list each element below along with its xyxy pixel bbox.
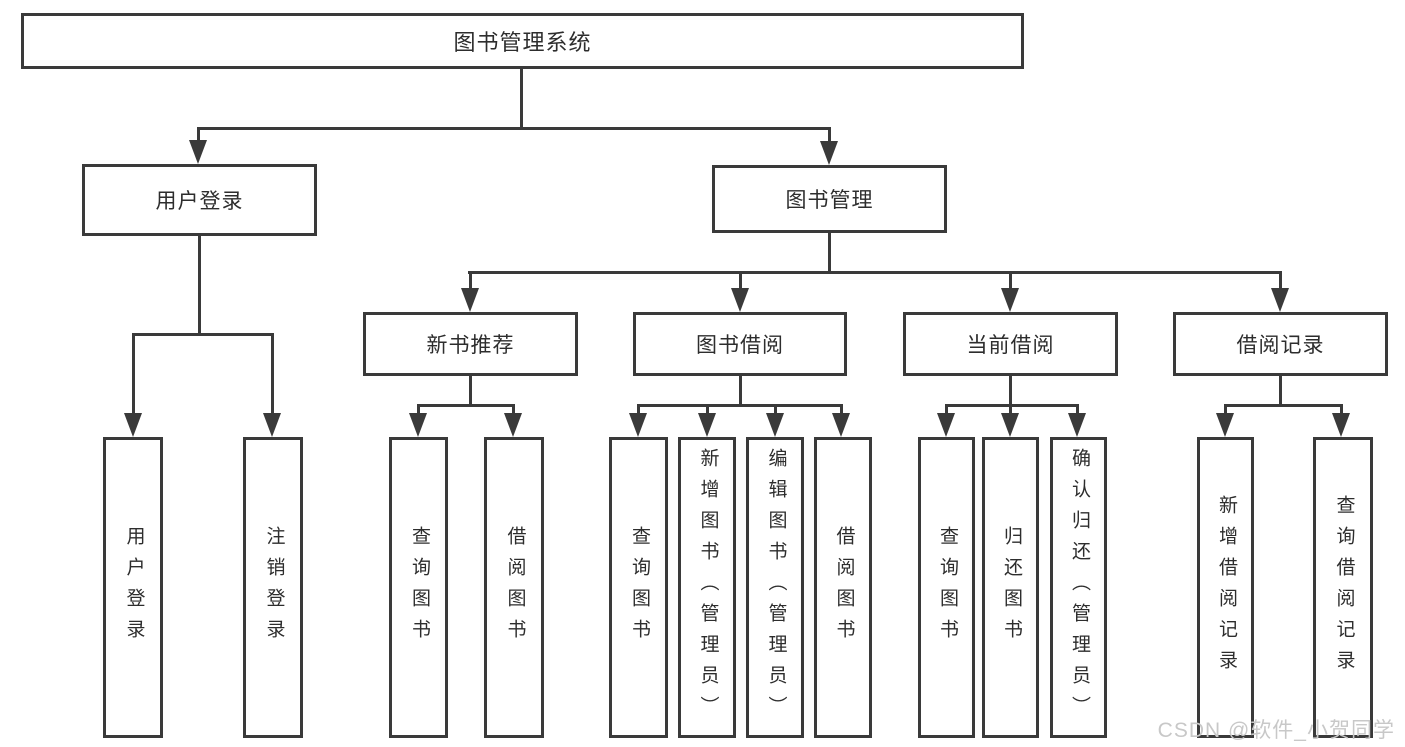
node-book-borrowing: 图书借阅 bbox=[633, 312, 847, 376]
connector-vline bbox=[512, 404, 515, 418]
connector-hline bbox=[637, 404, 843, 407]
leaf-query-books-current: 查询图书 bbox=[918, 437, 975, 738]
leaf-query-books-borrowing: 查询图书 bbox=[609, 437, 668, 738]
arrowhead-down-icon bbox=[766, 413, 784, 437]
leaf-confirm-return-admin: 确认归还（管理员） bbox=[1050, 437, 1107, 738]
leaf-add-books-admin: 新增图书（管理员） bbox=[678, 437, 736, 738]
node-book-management: 图书管理 bbox=[712, 165, 947, 233]
node-book-borrowing-label: 图书借阅 bbox=[696, 334, 784, 357]
connector-vline bbox=[1009, 376, 1012, 407]
leaf-borrow-books-recommend-label: 借阅图书 bbox=[504, 525, 526, 650]
leaf-borrow-books-borrowing: 借阅图书 bbox=[814, 437, 872, 738]
connector-hline bbox=[132, 333, 273, 336]
connector-vline bbox=[739, 271, 742, 292]
arrowhead-down-icon bbox=[1001, 288, 1019, 312]
connector-vline bbox=[945, 404, 948, 418]
leaf-query-borrow-record-label: 查询借阅记录 bbox=[1333, 494, 1355, 681]
arrowhead-down-icon bbox=[1001, 413, 1019, 437]
connector-vline bbox=[417, 404, 420, 418]
leaf-borrow-books-recommend: 借阅图书 bbox=[484, 437, 544, 738]
connector-vline bbox=[520, 69, 523, 129]
leaf-user-login-label: 用户登录 bbox=[123, 525, 145, 650]
node-borrowing-records: 借阅记录 bbox=[1173, 312, 1388, 376]
node-new-book-recommend-label: 新书推荐 bbox=[426, 334, 515, 357]
connector-vline bbox=[132, 333, 135, 417]
connector-vline bbox=[828, 127, 831, 143]
connector-vline bbox=[1279, 271, 1282, 292]
connector-vline bbox=[739, 376, 742, 407]
node-current-borrowing-label: 当前借阅 bbox=[966, 334, 1055, 357]
connector-vline bbox=[774, 404, 777, 418]
connector-vline bbox=[271, 333, 274, 417]
arrowhead-down-icon bbox=[504, 413, 522, 437]
leaf-return-books-label: 归还图书 bbox=[1000, 525, 1022, 650]
connector-vline bbox=[1009, 404, 1012, 418]
node-user-login: 用户登录 bbox=[82, 164, 317, 236]
connector-hline bbox=[1224, 404, 1343, 407]
connector-vline bbox=[706, 404, 709, 418]
arrowhead-down-icon bbox=[1068, 413, 1086, 437]
arrowhead-down-icon bbox=[731, 288, 749, 312]
arrowhead-down-icon bbox=[1216, 413, 1234, 437]
connector-hline bbox=[945, 404, 1079, 407]
node-root-label: 图书管理系统 bbox=[453, 30, 592, 55]
leaf-logout: 注销登录 bbox=[243, 437, 303, 738]
node-new-book-recommend: 新书推荐 bbox=[363, 312, 578, 376]
arrowhead-down-icon bbox=[832, 413, 850, 437]
leaf-edit-books-admin-label: 编辑图书（管理员） bbox=[765, 448, 787, 727]
connector-vline bbox=[198, 236, 201, 336]
leaf-return-books: 归还图书 bbox=[982, 437, 1039, 738]
node-current-borrowing: 当前借阅 bbox=[903, 312, 1118, 376]
connector-vline bbox=[828, 233, 831, 274]
node-borrowing-records-label: 借阅记录 bbox=[1236, 334, 1325, 357]
node-book-management-label: 图书管理 bbox=[785, 189, 874, 212]
leaf-query-books-current-label: 查询图书 bbox=[936, 525, 958, 650]
leaf-user-login: 用户登录 bbox=[103, 437, 163, 738]
connector-vline bbox=[197, 127, 200, 143]
connector-vline bbox=[469, 376, 472, 407]
leaf-borrow-books-borrowing-label: 借阅图书 bbox=[833, 525, 855, 650]
arrowhead-down-icon bbox=[263, 413, 281, 437]
node-root: 图书管理系统 bbox=[21, 13, 1024, 69]
connector-hline bbox=[468, 271, 1282, 274]
leaf-logout-label: 注销登录 bbox=[263, 525, 285, 650]
arrowhead-down-icon bbox=[189, 140, 207, 164]
leaf-query-books-recommend-label: 查询图书 bbox=[408, 525, 430, 650]
leaf-query-books-borrowing-label: 查询图书 bbox=[628, 525, 650, 650]
arrowhead-down-icon bbox=[1271, 288, 1289, 312]
connector-vline bbox=[1224, 404, 1227, 418]
connector-vline bbox=[1279, 376, 1282, 407]
connector-vline bbox=[469, 271, 472, 292]
csdn-watermark: CSDN @软件_小贺同学 bbox=[1157, 719, 1395, 742]
arrowhead-down-icon bbox=[124, 413, 142, 437]
connector-vline bbox=[1340, 404, 1343, 418]
node-user-login-label: 用户登录 bbox=[155, 190, 244, 213]
connector-vline bbox=[637, 404, 640, 418]
arrowhead-down-icon bbox=[629, 413, 647, 437]
arrowhead-down-icon bbox=[409, 413, 427, 437]
arrowhead-down-icon bbox=[461, 288, 479, 312]
leaf-add-books-admin-label: 新增图书（管理员） bbox=[697, 448, 719, 727]
arrowhead-down-icon bbox=[1332, 413, 1350, 437]
leaf-query-books-recommend: 查询图书 bbox=[389, 437, 448, 738]
connector-vline bbox=[1076, 404, 1079, 418]
leaf-confirm-return-admin-label: 确认归还（管理员） bbox=[1068, 448, 1090, 727]
leaf-edit-books-admin: 编辑图书（管理员） bbox=[746, 437, 804, 738]
leaf-add-borrow-record-label: 新增借阅记录 bbox=[1215, 494, 1237, 681]
leaf-add-borrow-record: 新增借阅记录 bbox=[1197, 437, 1254, 738]
arrowhead-down-icon bbox=[820, 141, 838, 165]
arrowhead-down-icon bbox=[698, 413, 716, 437]
connector-hline bbox=[417, 404, 515, 407]
connector-vline bbox=[1009, 271, 1012, 292]
connector-vline bbox=[840, 404, 843, 418]
leaf-query-borrow-record: 查询借阅记录 bbox=[1313, 437, 1373, 738]
arrowhead-down-icon bbox=[937, 413, 955, 437]
connector-hline bbox=[197, 127, 831, 130]
